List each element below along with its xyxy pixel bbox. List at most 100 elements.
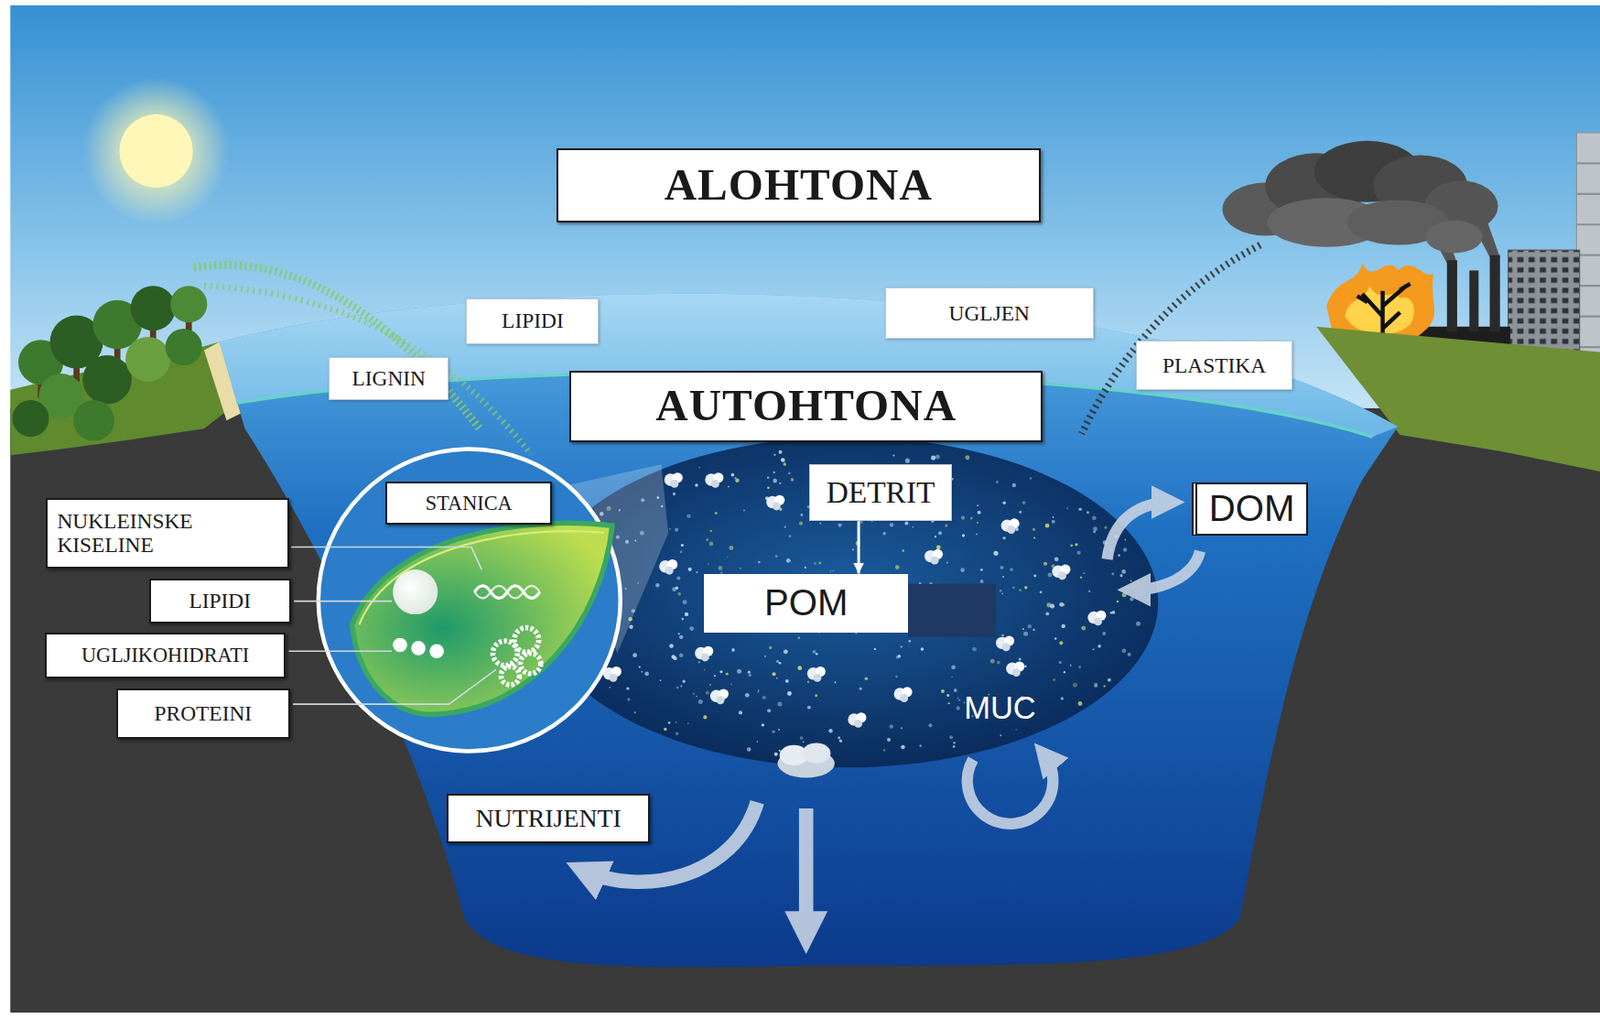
particle-speck (675, 732, 680, 736)
chimney (1447, 259, 1458, 332)
flow-arrow (857, 520, 861, 574)
particle-speck (1097, 644, 1102, 649)
particle-speck (703, 669, 706, 671)
particle-speck (1018, 510, 1022, 514)
particle-speck (800, 735, 804, 740)
particle-speck (807, 705, 811, 710)
particle-speck (772, 471, 775, 474)
particle-speck (1043, 562, 1048, 566)
detritus-particle (704, 472, 724, 488)
particle-speck (892, 454, 895, 456)
particle-speck (788, 534, 791, 538)
particle-speck (668, 721, 671, 725)
particle-speck (689, 626, 694, 631)
particle-speck (713, 674, 716, 677)
zone-label: MUC (957, 685, 1044, 731)
particle-speck (1116, 600, 1119, 603)
particle-speck (743, 509, 746, 512)
particle-speck (695, 571, 698, 573)
particle-speck (719, 670, 723, 673)
particle-speck (771, 671, 776, 676)
particle-speck (1001, 633, 1005, 637)
lake (219, 293, 1399, 968)
particle-speck (783, 648, 789, 654)
particle-speck (1111, 572, 1114, 576)
particle-speck (1074, 542, 1078, 546)
particle-zone (535, 436, 1158, 768)
box-label-text: DOM (1209, 487, 1296, 530)
detritus-particle (995, 636, 1015, 652)
particle-speck (1022, 500, 1027, 505)
cell-body (352, 522, 613, 714)
particle-speck (764, 655, 767, 658)
particle-speck (964, 454, 970, 460)
detritus-particle (710, 688, 729, 704)
particle-speck (1122, 648, 1127, 654)
particle-speck (934, 535, 937, 538)
dna-strand (474, 585, 540, 598)
particle-speck (972, 647, 977, 652)
particle-speck (928, 723, 932, 727)
particle-speck (746, 746, 752, 752)
organic-trail (194, 264, 480, 429)
particle-speck (815, 652, 819, 656)
particle-speck (1091, 648, 1094, 650)
particle-speck (682, 680, 686, 683)
particle-speck (1092, 526, 1098, 531)
particle-speck (977, 510, 982, 515)
particle-speck (962, 533, 965, 537)
label-box: LIPIDI (149, 578, 292, 624)
particle-speck (1052, 516, 1055, 519)
leader-lines (288, 547, 496, 705)
particle-speck (900, 726, 903, 729)
particle-part (1006, 525, 1016, 534)
cycle-arrows (581, 501, 1200, 937)
particle-speck (608, 686, 611, 689)
particle-speck (785, 679, 790, 683)
particle-speck (684, 612, 689, 617)
particle-speck (790, 477, 795, 482)
particle-speck (676, 686, 680, 690)
proteins (492, 627, 541, 685)
particle-speck (728, 545, 734, 551)
particle-part (930, 556, 940, 565)
particle-speck (996, 660, 1001, 665)
detritus-particle (1001, 518, 1020, 534)
tree-crown (125, 336, 171, 382)
particle-speck (1051, 519, 1056, 524)
particle-speck (698, 699, 703, 704)
particle-speck (1078, 701, 1083, 706)
particle-speck (1012, 483, 1017, 488)
particle-speck (698, 466, 701, 469)
particle-speck (756, 740, 759, 743)
particle-speck (775, 554, 779, 558)
particle-speck (1091, 515, 1097, 520)
detritus-particle (1087, 610, 1106, 627)
particle-speck (837, 522, 842, 527)
particle-speck (1076, 551, 1081, 555)
particle-speck (1102, 631, 1106, 636)
detritus-particle (1005, 660, 1025, 677)
particle-speck (1015, 728, 1017, 731)
cell-membrane (358, 530, 605, 625)
particle-speck (819, 562, 822, 565)
particles (551, 450, 1141, 757)
particle-speck (1029, 476, 1032, 479)
particle-speck (1086, 510, 1090, 514)
particle-speck (889, 522, 895, 528)
particle-speck (680, 550, 683, 553)
particle-speck (756, 691, 759, 693)
particle-speck (905, 458, 910, 464)
particle-speck (1052, 678, 1056, 682)
particle-speck (918, 744, 922, 747)
particle-speck (694, 483, 698, 487)
particle-speck (680, 684, 682, 687)
particle-speck (702, 714, 707, 719)
smoke-puff (1425, 220, 1482, 254)
particle-speck (731, 648, 736, 652)
particle-speck (757, 561, 761, 564)
particle-speck (1135, 621, 1141, 627)
particle-speck (948, 702, 951, 704)
particle-speck (731, 473, 736, 477)
